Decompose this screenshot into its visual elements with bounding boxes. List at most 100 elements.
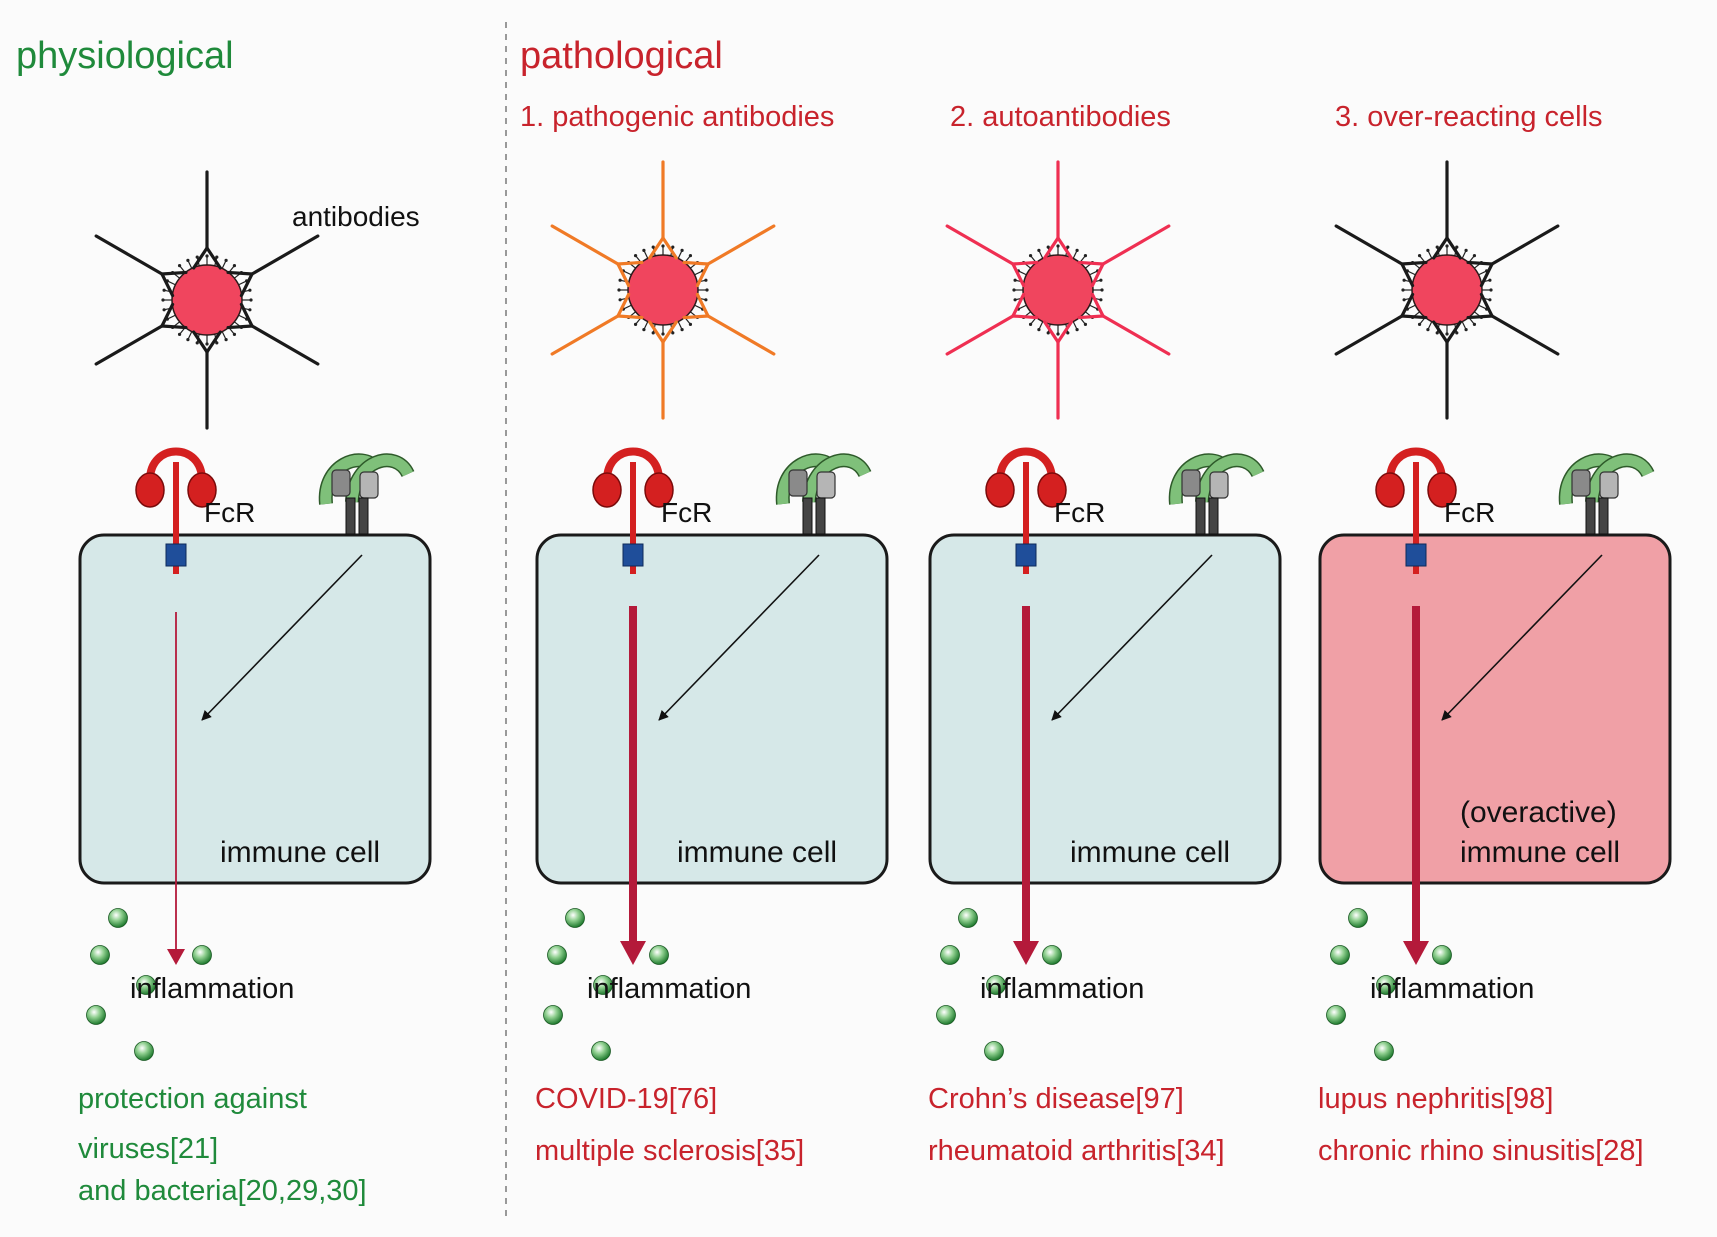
spike-tip [617,288,621,292]
fcr-label: FcR [1444,497,1495,528]
spike-tip [205,254,209,258]
antibody-arm [1466,260,1494,266]
antibody-arm [1090,292,1105,318]
inflammation-label: inflammation [1370,973,1534,1005]
antibody-arm [616,314,644,320]
receptor-transmembrane [1195,497,1206,535]
fcr-signal-arrowhead [620,941,646,965]
antibody-cluster [94,170,320,430]
antibody-arm [648,236,665,260]
fcr-arch [996,447,1056,481]
cytokine-bead [936,1005,956,1025]
fcr-signal-box [622,543,644,567]
antibody-arm [1445,320,1462,344]
antibody-arm [1479,292,1494,318]
spike-tip [1083,253,1088,258]
spike-tip [1488,278,1492,282]
antibody-stem [250,234,320,276]
signal-arrow [1441,554,1603,721]
spike-tip [1075,328,1079,332]
antibody-arm [682,314,710,320]
antibody-icon [1077,224,1171,288]
panel-4: 3. over-reacting cellsFcR(overactive)imm… [1318,101,1672,1167]
antibody-arm [1043,320,1060,344]
antibody-icon [192,330,222,430]
spike-tip [1056,244,1060,248]
spike-tip [1464,328,1468,332]
spike-tip [1455,245,1459,249]
antibody-arm [160,302,175,328]
receptor-domain [788,469,808,497]
antibody-icon [648,320,678,420]
spike-tip [1417,253,1422,258]
receptor-transmembrane [345,497,356,535]
receptor-transmembrane [1598,497,1609,535]
antibody-icon [1043,160,1073,260]
antibody-stem [706,224,776,266]
antibody-arm [1056,236,1073,260]
spike-tip [705,288,709,292]
outcome-text: chronic rhino sinusitis[28] [1318,1135,1644,1167]
spike-tip [215,255,219,259]
spike-tip [680,328,684,332]
spike-tip [1066,245,1070,249]
fcr-head [135,472,165,508]
receptor-domain [359,471,379,499]
antibody-arm [1056,320,1073,344]
fcr-receptor-icon [592,447,674,574]
spike-tip [618,278,622,282]
fcr-label: FcR [204,497,255,528]
spike-tip [1100,288,1104,292]
spike-tip [186,338,190,342]
pathogen-icon [161,254,253,346]
antibody-arm [1011,260,1039,266]
fcr-stalk [1413,462,1419,574]
spike-tip [205,342,209,346]
fcr-signal-box [1015,543,1037,567]
antibodies-label: antibodies [292,201,420,232]
receptor-domain [1209,471,1229,499]
cytokine-bead [134,1041,154,1061]
antibody-icon [945,224,1039,288]
spike-tip [671,331,675,335]
antibody-icon [945,292,1039,356]
fcr-arch [146,447,206,481]
immune-cell-label: immune cell [1460,836,1620,869]
outcome-text: Crohn’s disease[97] [928,1083,1184,1115]
inflammation-label: inflammation [130,973,294,1005]
outcome-text: rheumatoid arthritis[34] [928,1135,1225,1167]
spike-tip [161,298,165,302]
antibody-icon [94,234,188,298]
cytokine-bead [108,908,128,928]
antibody-stem [945,314,1015,356]
receptor-transmembrane [802,497,813,535]
antibody-icon [226,234,320,298]
spike-tip [1028,322,1033,327]
outcome-text: protection against [78,1083,307,1115]
signal-arrow [658,554,820,721]
outcome-text: and bacteria[20,29,30] [78,1175,367,1207]
spike-tip [1401,288,1405,292]
green-receptor-icon [1558,453,1655,535]
antibody-icon [648,160,678,260]
cytokine-bead [1348,908,1368,928]
pathogen-body [1022,254,1094,326]
antibody-arm [1400,260,1428,266]
spike-tip [661,244,665,248]
antibody-arm [1043,236,1060,260]
antibody-stem [550,224,620,266]
antibody-arm [1400,292,1415,318]
cytokine-bead [1374,1041,1394,1061]
cytokine-bead [547,945,567,965]
antibody-stem [1490,224,1560,266]
spike-tip [688,322,693,327]
spike-tip [195,255,199,259]
fcr-head [592,472,622,508]
spike-tip [704,278,708,282]
cytokine-bead [958,908,978,928]
antibody-stem [1334,314,1404,356]
physiological-header: physiological [16,35,234,77]
antibody-arm [1432,236,1449,260]
spike-tip [1099,278,1103,282]
